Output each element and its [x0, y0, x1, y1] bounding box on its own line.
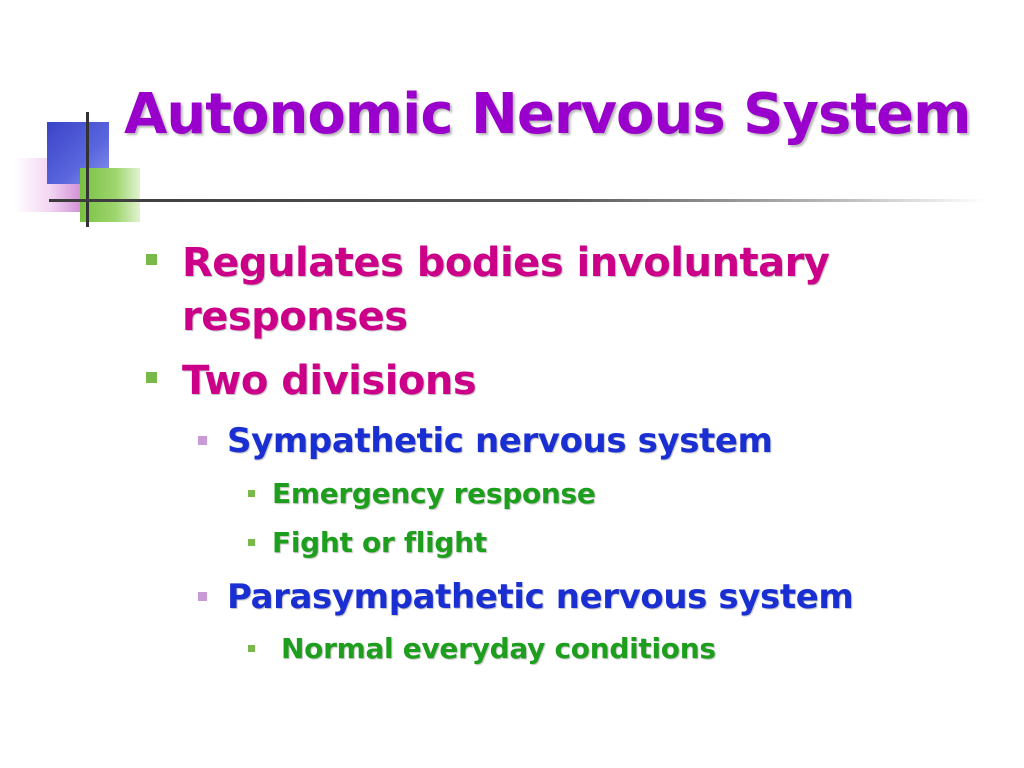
title-underline: [49, 199, 985, 202]
bullet-text: Parasympathetic nervous system: [227, 577, 854, 617]
bullet-item-level-1: Two divisions: [146, 354, 866, 408]
bullet-text: Normal everyday conditions: [281, 632, 716, 665]
bullet-text: Regulates bodies involuntary responses: [182, 240, 830, 340]
bullet-text: Emergency response: [272, 477, 596, 510]
square-bullet-icon: [248, 645, 255, 652]
corner-ornament-vertical-line: [86, 112, 89, 227]
bullet-item-level-2: Parasympathetic nervous system: [198, 575, 958, 619]
square-bullet-icon: [198, 592, 207, 601]
bullet-text: Sympathetic nervous system: [227, 421, 773, 461]
bullet-item-level-2: Sympathetic nervous system: [198, 419, 958, 463]
bullet-item-level-3: Emergency response: [248, 475, 948, 513]
bullet-item-level-1: Regulates bodies involuntary responses: [146, 236, 866, 344]
bullet-text: Fight or flight: [272, 526, 487, 559]
bullet-item-level-3: Normal everyday conditions: [248, 630, 948, 668]
square-bullet-icon: [146, 254, 157, 265]
bullet-item-level-3: Fight or flight: [248, 524, 948, 562]
corner-ornament-green-square: [80, 168, 140, 222]
slide-title: Autonomic Nervous System: [124, 82, 971, 147]
square-bullet-icon: [146, 372, 157, 383]
square-bullet-icon: [198, 436, 207, 445]
square-bullet-icon: [248, 539, 255, 546]
bullet-text: Two divisions: [182, 358, 477, 404]
square-bullet-icon: [248, 490, 255, 497]
